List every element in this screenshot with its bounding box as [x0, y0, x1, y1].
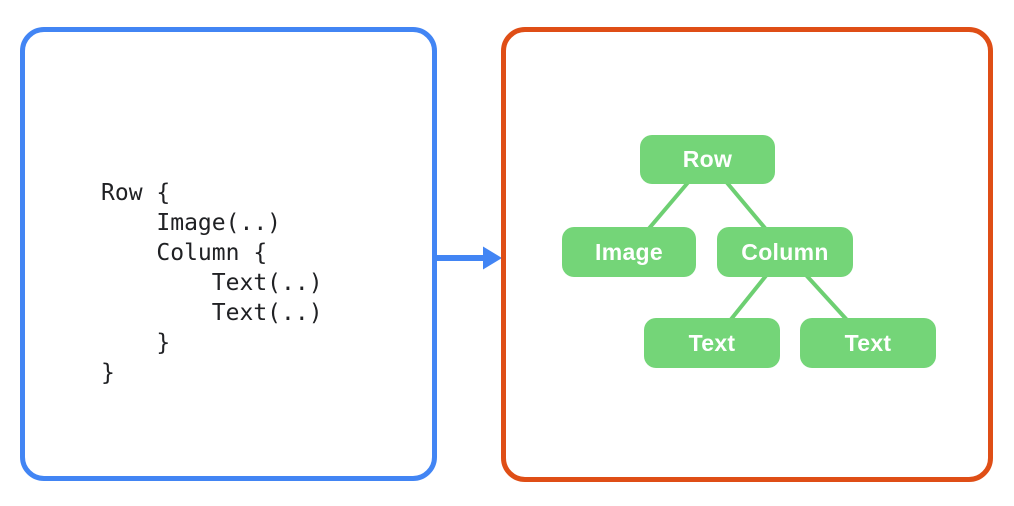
tree-node-label: Image — [595, 238, 663, 265]
tree-node-label: Text — [844, 329, 892, 356]
tree-node-row: Row — [640, 135, 775, 184]
arrow-right-icon — [436, 246, 502, 270]
tree-node-label: Text — [688, 329, 736, 356]
tree-node-text-1: Text — [644, 318, 780, 368]
tree-node-label: Row — [682, 146, 733, 172]
tree-node-label: Column — [741, 238, 829, 265]
tree-panel: Row Image Column Text Text — [501, 27, 993, 482]
arrow-head — [483, 246, 502, 270]
code-snippet: Row { Image(..) Column { Text(..) Text(.… — [101, 180, 323, 386]
code-panel: Row { Image(..) Column { Text(..) Text(.… — [20, 27, 437, 481]
tree-node-image: Image — [562, 227, 696, 277]
tree-node-column: Column — [717, 227, 853, 277]
tree-node-text-2: Text — [800, 318, 936, 368]
